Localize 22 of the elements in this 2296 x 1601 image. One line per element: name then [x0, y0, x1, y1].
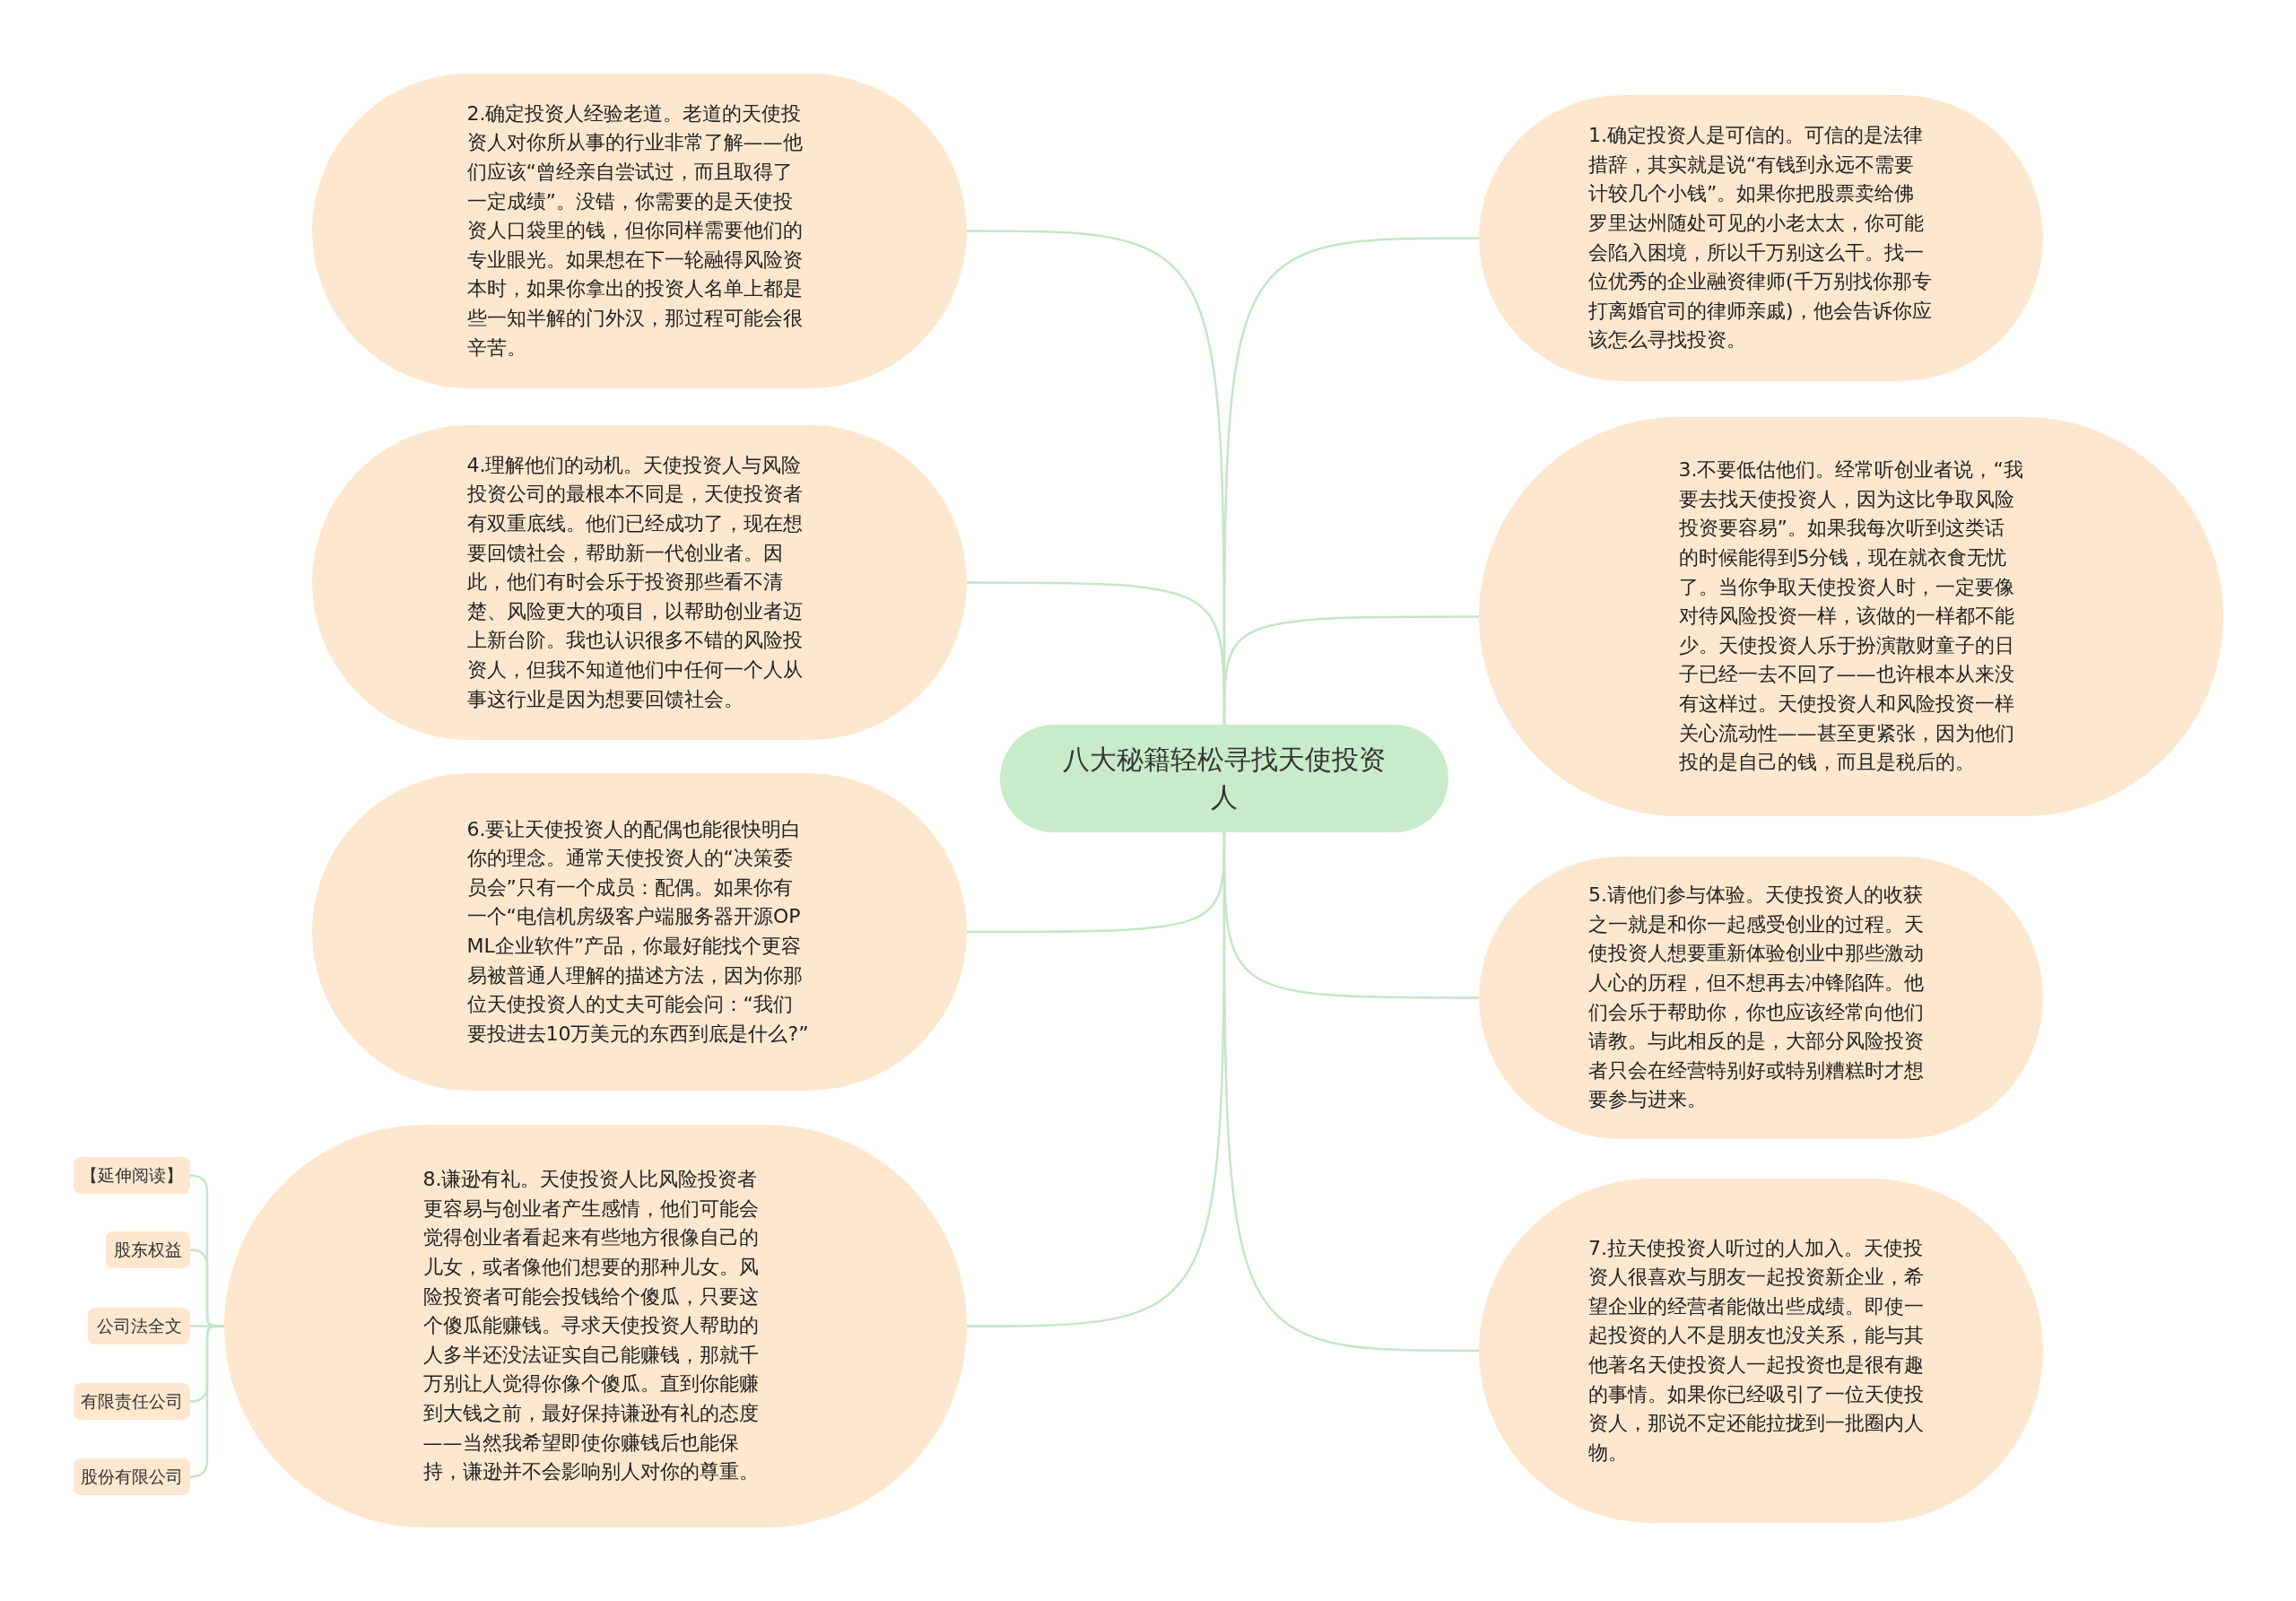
- tip-text: 8.谦逊有礼。天使投资人比风险投资者更容易与创业者产生感情，他们可能会觉得创业者看起来有些地方很像自己的儿女，或者像他们想要的那种儿女。风险投资者可能会投钱给个傻瓜，只要这个傻瓜能赚钱。寻求天使投资人帮助的人多半还没法证实自己能赚钱，那就千万别让人觉得你像个傻瓜。直到你能赚到大钱之前，最好保持谦逊有礼的态度——当然我希望即使你赚钱后也能保持，谦逊并不会影响别人对你的尊重。: [422, 1167, 760, 1485]
- topic-text: 八大秘籍轻松寻找天使投资人: [1062, 743, 1387, 814]
- link-tag: [88, 1308, 190, 1344]
- tag-text: 股东权益: [114, 1238, 182, 1261]
- link-tag: [74, 1157, 190, 1194]
- tag-text: 公司法全文: [96, 1314, 182, 1337]
- tip-text: 4.理解他们的动机。天使投资人与风险投资公司的最根本不同是，天使投资者有双重底线。他们已经成功了，现在想要回馈社会，帮助新一代创业者。因此，他们有时会乐于投资那些看不清楚、风险更大的项目，以帮助创业者迈上新台阶。我也认识很多不错的风险投资人，但我不知道他们中任何一个人从事这行业是因为想要回馈社会。: [466, 452, 804, 712]
- link-tag: [106, 1231, 190, 1268]
- tag-text: 有限责任公司: [81, 1389, 183, 1413]
- tip-text: 1.确定投资人是可信的。可信的是法律措辞，其实就是说“有钱到永远不需要计较几个小钱”。如果你把股票卖给佛罗里达州随处可见的小老太太，你可能会陷入困境，所以千万别这么干。找一位优秀的企业融资律师(千万别找你那专打离婚官司的律师亲戚)，他会告诉你应该怎么寻找投资。: [1588, 123, 1933, 353]
- link-tag: [74, 1458, 190, 1495]
- tip-text: 5.请他们参与体验。天使投资人的收获之一就是和你一起感受创业的过程。天使投资人想要重新体验创业中那些激动人心的历程，但不想再去冲锋陷阵。他们会乐于帮助你，你也应该经常向他们请教。与此相反的是，大部分风险投资者只会在经营特别好或特别糟糕时才想要参与进来。: [1588, 883, 1925, 1113]
- tip-text: 3.不要低估他们。经常听创业者说，“我要去找天使投资人，因为这比争取风险投资要容易”。如果我每次听到这类话的时候能得到5分钱，现在就衣食无忧了。当你争取天使投资人时，一定要像对待风险投资一样，该做的一样都不能少。天使投资人乐于扮演散财童子的日子已经一去不回了——也许根本从来没有这样过。天使投资人和风险投资一样关心流动性——甚至更紧张，因为他们投的是自己的钱，而且是税后的。: [1678, 457, 2024, 776]
- connector-line: [189, 1325, 225, 1478]
- connector-line: [967, 832, 1226, 1327]
- connector-line: [967, 581, 1226, 725]
- tip-text: 7.拉天使投资人听过的人加入。天使投资人很喜欢与朋友一起投资新企业，希望企业的经营者能做出些成绩。即使一起投资的人不是朋友也没关系，能与其他著名天使投资人一起投资也是很有趣的事情。如果你已经吸引了一位天使投资人，那说不定还能拉拢到一批圈内人物。: [1588, 1235, 1925, 1466]
- tip-text: 6.要让天使投资人的配偶也能很快明白你的理念。通常天使投资人的“决策委员会”只有一个成员：配偶。如果你有一个“电信机房级客户端服务器开源OPML企业软件”产品，你最好能找个更容易被普通人理解的描述方法，因为你那位天使投资人的丈夫可能会问：“我们要投进去10万美元的东西到底是什么?”: [466, 816, 810, 1047]
- tip-text: 2.确定投资人经验老道。老道的天使投资人对你所从事的行业非常了解——他们应该“曾经亲自尝试过，而且取得了一定成绩”。没错，你需要的是天使投资人口袋里的钱，但你同样需要他们的专业眼光。如果想在下一轮融得风险资本时，如果你拿出的投资人名单上都是些一知半解的门外汉，那过程可能会很辛苦。: [466, 100, 804, 361]
- link-tag: [74, 1383, 190, 1420]
- tag-text: 股份有限公司: [81, 1465, 183, 1488]
- tag-text: 【延伸阅读】: [81, 1163, 183, 1187]
